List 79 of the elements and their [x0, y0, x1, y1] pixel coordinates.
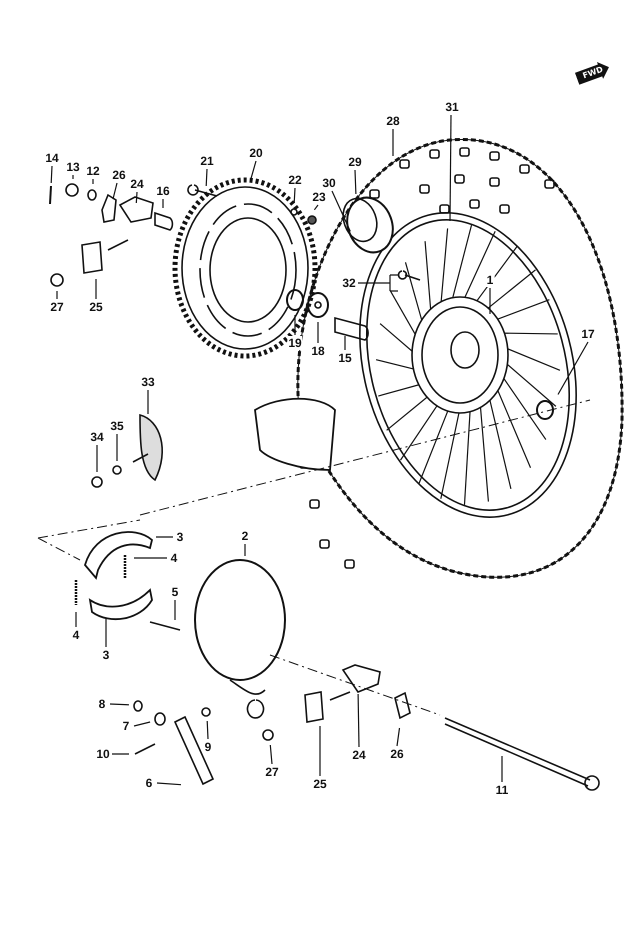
callout-number: 17: [580, 327, 596, 341]
callout-number: 8: [98, 697, 106, 711]
leader-line: [112, 753, 129, 755]
leader-line: [156, 782, 182, 786]
leader-line: [344, 336, 346, 350]
leader-line: [317, 322, 319, 343]
callout-number: 35: [109, 419, 125, 433]
leader-line: [250, 160, 257, 178]
leader-line: [95, 279, 97, 299]
callout-number: 11: [494, 783, 510, 797]
leader-line: [489, 288, 491, 314]
leader-line: [449, 115, 452, 221]
leader-line: [174, 600, 176, 620]
leader-line: [75, 612, 77, 627]
callout-number: 25: [88, 300, 104, 314]
callout-number: 27: [264, 765, 280, 779]
leader-line: [206, 720, 209, 740]
leader-line: [319, 726, 321, 776]
callout-number: 34: [89, 430, 105, 444]
callout-number: 10: [95, 747, 111, 761]
leader-line: [294, 188, 296, 204]
leader-line: [557, 342, 589, 395]
callout-number: 23: [311, 190, 327, 204]
leader-line: [105, 618, 107, 647]
callout-number: 28: [385, 114, 401, 128]
callout-number: 20: [248, 146, 264, 160]
callout-number: 5: [170, 585, 180, 599]
callout-number: 27: [49, 300, 65, 314]
callout-number: 29: [347, 155, 363, 169]
leader-line: [96, 445, 98, 472]
callout-number: 22: [287, 173, 303, 187]
leader-line: [358, 694, 360, 748]
callout-number: 14: [44, 151, 60, 165]
leader-line: [244, 544, 246, 556]
leader-line: [134, 557, 167, 559]
leader-line: [501, 756, 503, 782]
callout-number: 3: [176, 530, 184, 544]
callout-number: 24: [351, 748, 367, 762]
leader-line: [110, 703, 130, 706]
callout-number: 12: [85, 164, 101, 178]
leader-line: [314, 204, 318, 210]
leader-line: [206, 168, 208, 186]
leader-line: [392, 129, 394, 156]
leader-line: [294, 315, 296, 335]
callout-number: 33: [140, 375, 156, 389]
leader-line: [147, 390, 149, 414]
leader-line: [112, 182, 118, 200]
leader-line: [270, 744, 273, 764]
leader-line: [56, 291, 58, 299]
leader-line: [156, 536, 173, 538]
callout-number: 1: [486, 273, 494, 287]
callout-number: 2: [240, 529, 250, 543]
leader-line: [354, 170, 356, 194]
callout-number: 18: [310, 344, 326, 358]
leader-line: [396, 728, 400, 746]
callout-number: 7: [122, 719, 130, 733]
leader-line: [331, 190, 351, 232]
callout-number: 26: [111, 168, 127, 182]
callout-number: 9: [204, 740, 212, 754]
callout-number: 21: [199, 154, 215, 168]
callout-number: 6: [144, 776, 154, 790]
leader-line: [116, 434, 118, 461]
callout-number: 31: [444, 100, 460, 114]
callout-number: 13: [65, 160, 81, 174]
callout-number: 24: [129, 177, 145, 191]
callout-number: 26: [389, 747, 405, 761]
leader-line: [136, 192, 138, 204]
leader-line: [134, 721, 150, 727]
callout-number: 19: [287, 336, 303, 350]
leader-line: [357, 274, 399, 292]
callout-number: 32: [341, 276, 357, 290]
callout-number: 16: [155, 184, 171, 198]
callout-number: 15: [337, 351, 353, 365]
callout-number: 3: [102, 648, 110, 662]
callout-number: 4: [72, 628, 80, 642]
callout-number: 4: [170, 551, 178, 565]
callout-number: 30: [321, 176, 337, 190]
callout-number: 25: [312, 777, 328, 791]
leader-line: [50, 166, 53, 184]
